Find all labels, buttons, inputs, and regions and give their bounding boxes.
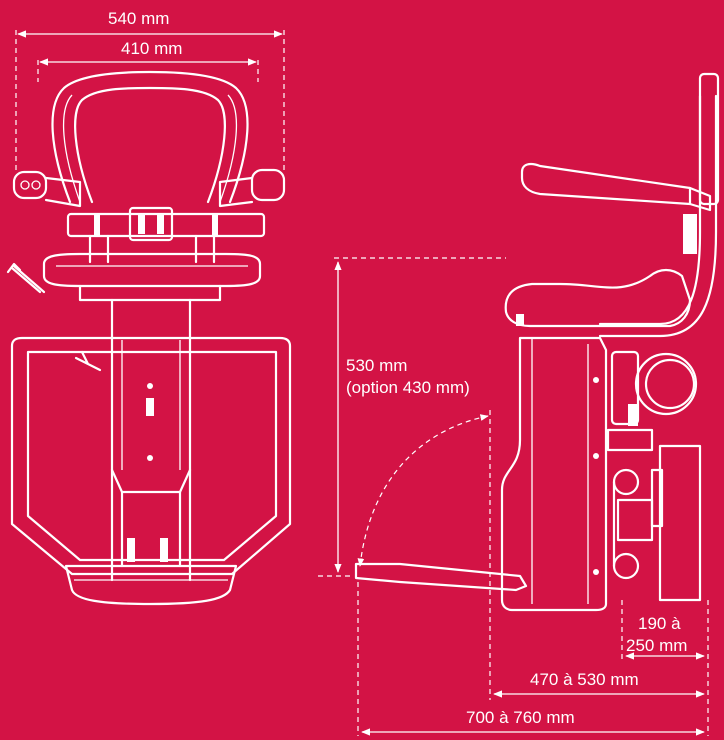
buckle-detail-a bbox=[138, 214, 145, 234]
right-armrest-knob bbox=[250, 168, 286, 202]
belt-loop-right bbox=[212, 214, 218, 236]
column-rails bbox=[110, 298, 192, 582]
side-roller-lower bbox=[612, 552, 640, 580]
chassis-lever bbox=[74, 350, 102, 372]
side-motor-inner bbox=[644, 358, 696, 410]
footrest-hinge-right bbox=[160, 538, 168, 562]
side-gear-housing bbox=[610, 350, 640, 426]
chassis-inner bbox=[26, 350, 278, 562]
side-gear-block bbox=[628, 404, 638, 426]
label-seat-height: 530 mm bbox=[346, 356, 408, 375]
column-inner bbox=[121, 340, 181, 470]
footrest-posts bbox=[120, 490, 182, 568]
column-taper bbox=[110, 468, 192, 494]
side-screw-2 bbox=[593, 453, 599, 459]
side-chassis-body bbox=[500, 336, 608, 612]
side-screw-1 bbox=[593, 377, 599, 383]
side-backrest-tube-outer bbox=[598, 94, 718, 338]
chassis-outer bbox=[10, 336, 292, 576]
side-armrest-pivot bbox=[688, 186, 712, 212]
side-carriage-block bbox=[616, 498, 654, 542]
label-rail-offset-b: 250 mm bbox=[626, 636, 688, 655]
left-armrest-arm bbox=[44, 176, 82, 208]
footrest bbox=[64, 564, 238, 606]
front-view bbox=[6, 30, 292, 606]
side-rail bbox=[658, 444, 702, 602]
column-screw-bottom bbox=[147, 455, 153, 461]
side-footrest bbox=[354, 562, 528, 592]
side-backrest-tube bbox=[598, 94, 702, 326]
buckle-detail-b bbox=[157, 214, 164, 234]
side-seat-clip bbox=[516, 314, 524, 326]
side-belt-clip bbox=[683, 214, 697, 254]
footrest-fold-arc bbox=[357, 414, 489, 567]
seat-cushion bbox=[42, 252, 262, 288]
side-screw-3 bbox=[593, 569, 599, 575]
side-motor-outer bbox=[634, 352, 698, 416]
footrest-hinge-left bbox=[127, 538, 135, 562]
label-overall-width: 540 mm bbox=[108, 9, 170, 28]
control-lever-shaft bbox=[12, 264, 46, 294]
left-knob-hole-b bbox=[31, 180, 41, 190]
side-roller-upper bbox=[612, 468, 640, 496]
column-slot bbox=[146, 398, 154, 416]
seat-belt bbox=[66, 212, 266, 238]
side-chassis-seams bbox=[531, 338, 589, 604]
label-inner-width: 410 mm bbox=[121, 39, 183, 58]
seat-base bbox=[78, 284, 222, 302]
side-seat-cushion bbox=[504, 268, 692, 328]
backrest-outer bbox=[51, 70, 249, 204]
left-knob-hole-a bbox=[20, 180, 30, 190]
belt-buckle bbox=[128, 206, 174, 242]
side-bracket bbox=[606, 428, 654, 452]
side-armrest bbox=[520, 162, 692, 206]
side-view bbox=[318, 72, 720, 736]
label-unfolded-depth: 700 à 760 mm bbox=[466, 708, 575, 727]
control-lever bbox=[6, 262, 42, 294]
backrest-tube-line bbox=[63, 94, 237, 203]
label-seat-height-option: (option 430 mm) bbox=[346, 378, 470, 397]
column-screw-top bbox=[147, 383, 153, 389]
label-folded-depth: 470 à 530 mm bbox=[530, 670, 639, 689]
label-rail-offset-a: 190 à bbox=[638, 614, 681, 633]
backrest-inner bbox=[74, 86, 226, 204]
right-armrest-arm bbox=[218, 176, 254, 208]
left-armrest-knob bbox=[12, 170, 48, 200]
side-rail-clamp bbox=[650, 468, 664, 528]
belt-loop-left bbox=[94, 214, 100, 236]
